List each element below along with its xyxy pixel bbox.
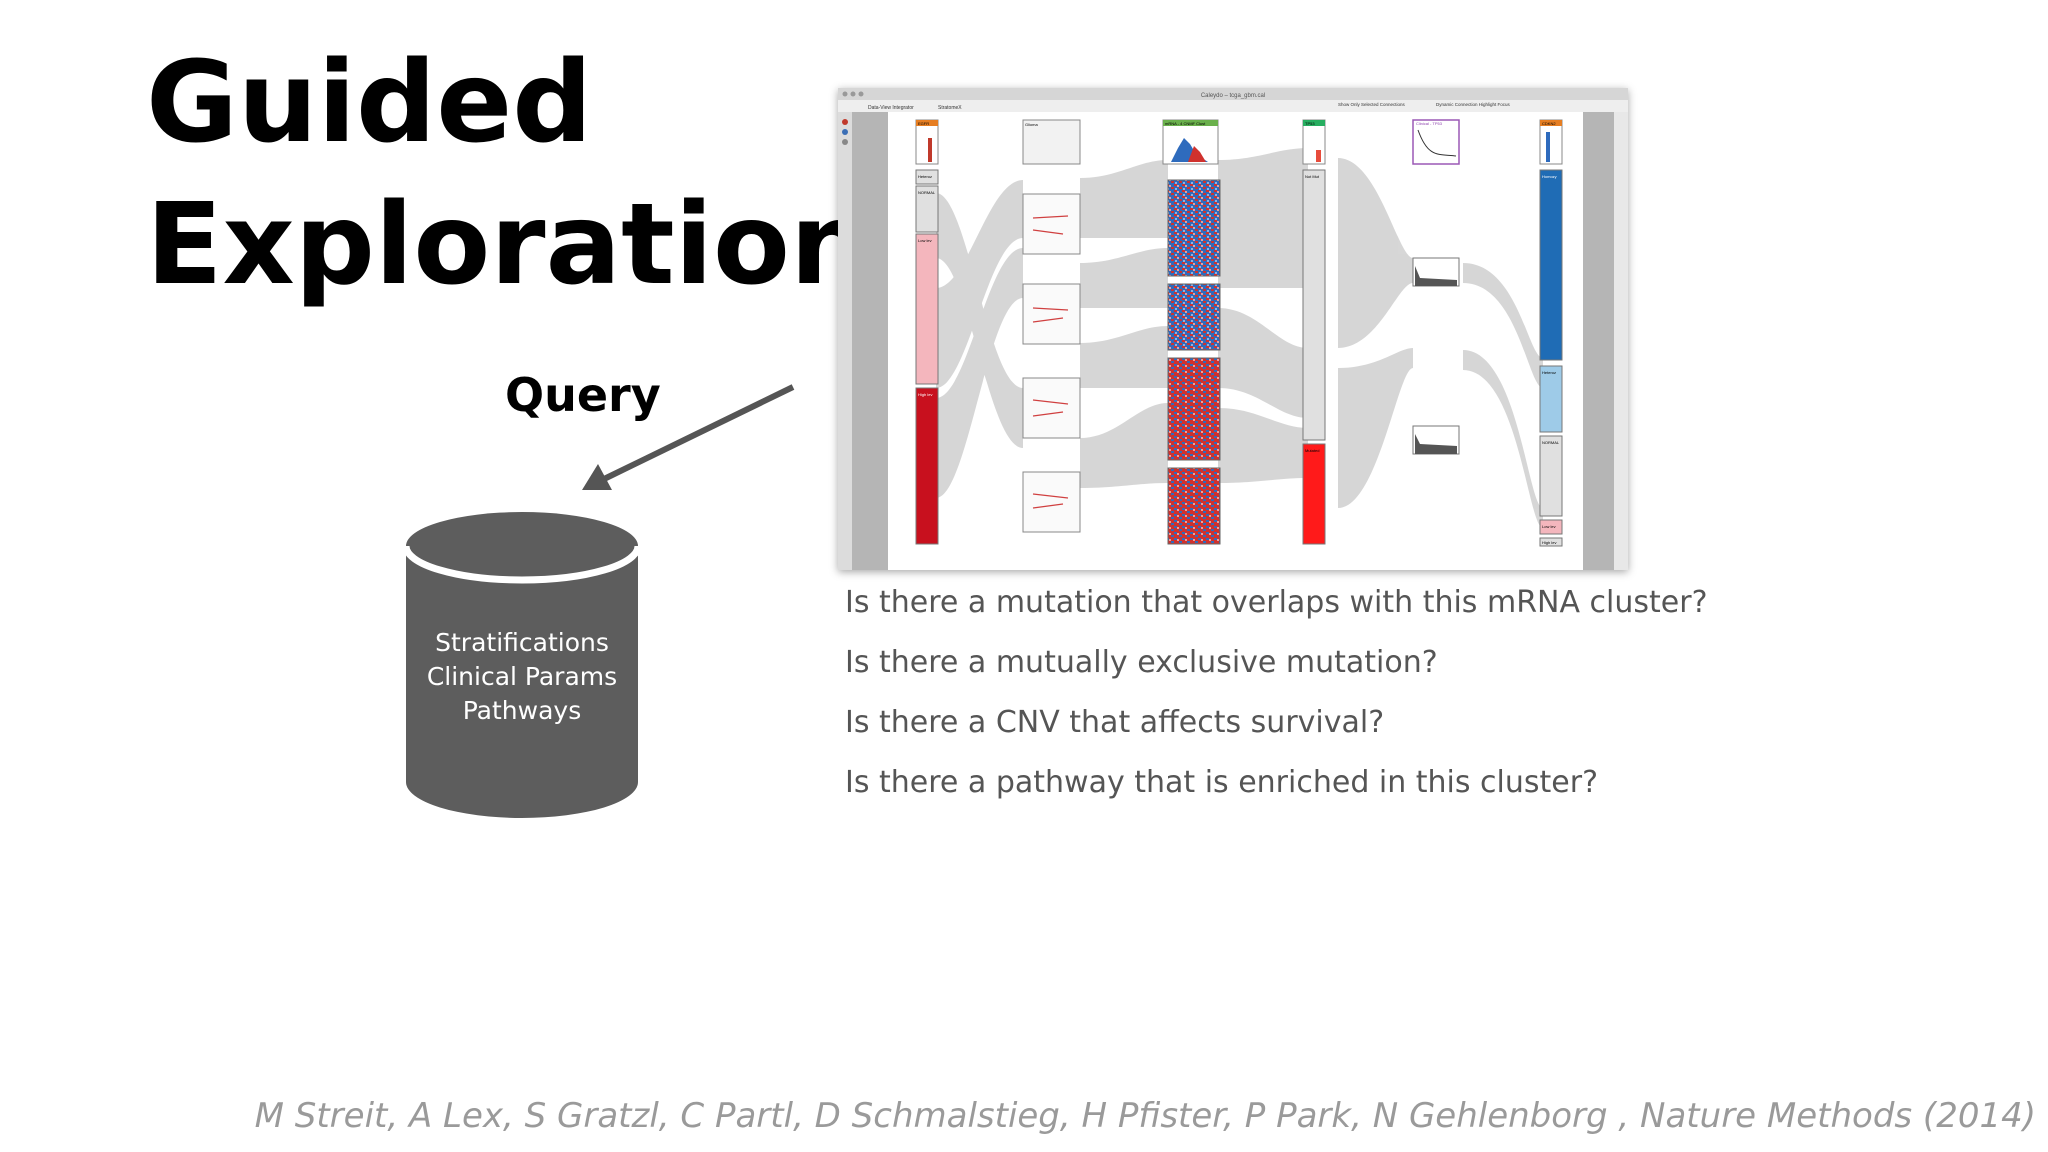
glioma-plots: [1032, 215, 1069, 509]
block-label: Low lev: [918, 238, 932, 243]
header-cdkn2: CDKN2: [1542, 121, 1556, 126]
tab-data-view-integrator[interactable]: Data-View Integrator: [868, 105, 914, 111]
database-icon: [404, 512, 640, 818]
column-headers: EGFR Glioma mRNA - 4 CNMF Clust TP53 Cli…: [915, 119, 1563, 165]
query-arrow-icon: [582, 384, 795, 490]
tp53-column: Not Mut Mutated: [1302, 169, 1326, 545]
block-label: NORMAL: [918, 190, 936, 195]
question-list: Is there a mutation that overlaps with t…: [845, 578, 1708, 818]
glioma-column: [1022, 193, 1081, 533]
header-clinical-tp53: Clinical - TP53: [1416, 121, 1443, 126]
block-label: Low lev: [1542, 524, 1556, 529]
header-glioma: Glioma: [1025, 122, 1038, 127]
tab-stratomex[interactable]: StratomeX: [938, 105, 962, 111]
block-label: Mutated: [1305, 448, 1319, 453]
question-item: Is there a pathway that is enriched in t…: [845, 765, 1599, 800]
cdkn2-column: Homozy Heteroz NORMAL Low lev High lev: [1539, 169, 1563, 547]
question-item: Is there a CNV that affects survival?: [845, 705, 1385, 740]
question-item: Is there a mutation that overlaps with t…: [845, 585, 1708, 620]
block-label: High lev: [918, 392, 932, 397]
block-label: Heteroz: [1542, 370, 1556, 375]
database-line: Stratifications: [435, 628, 609, 657]
option-dynamic-highlight[interactable]: Dynamic Connection Highlight Focus: [1436, 102, 1511, 107]
header-tp53: TP53: [1305, 121, 1315, 126]
slide-title: Guided Exploration: [146, 32, 870, 316]
block-label: Not Mut: [1305, 174, 1320, 179]
block-label: NORMAL: [1542, 440, 1560, 445]
header-mrna: mRNA - 4 CNMF Clust: [1165, 121, 1206, 126]
clinical-column: [1412, 257, 1460, 455]
title-line-1: Guided: [146, 38, 593, 168]
title-line-2: Exploration: [146, 180, 870, 310]
question-item: Is there a mutually exclusive mutation?: [845, 645, 1438, 680]
database-label: Stratifications Clinical Params Pathways: [404, 626, 640, 728]
window-title: Caleydo – tcga_gbm.cal: [1201, 93, 1265, 99]
egfr-column: Heteroz NORMAL Low lev High lev: [915, 169, 939, 545]
citation: M Streit, A Lex, S Gratzl, C Partl, D Sc…: [254, 1096, 2036, 1136]
mrna-heatmaps: [1167, 179, 1221, 545]
block-label: Heteroz: [918, 174, 932, 179]
database-line: Clinical Params: [426, 662, 618, 691]
query-label: Query: [505, 368, 661, 422]
stratomex-view: Caleydo – tcga_gbm.cal Data-View Integra…: [838, 88, 1628, 570]
header-egfr: EGFR: [918, 121, 929, 126]
database-line: Pathways: [462, 696, 582, 725]
block-label: Homozy: [1542, 174, 1557, 179]
stratomex-screenshot: Caleydo – tcga_gbm.cal Data-View Integra…: [838, 88, 1628, 570]
ribbon-connections: [936, 148, 1543, 528]
block-label: High lev: [1542, 540, 1556, 545]
option-selected-connections[interactable]: Show Only Selected Connections: [1338, 102, 1406, 107]
